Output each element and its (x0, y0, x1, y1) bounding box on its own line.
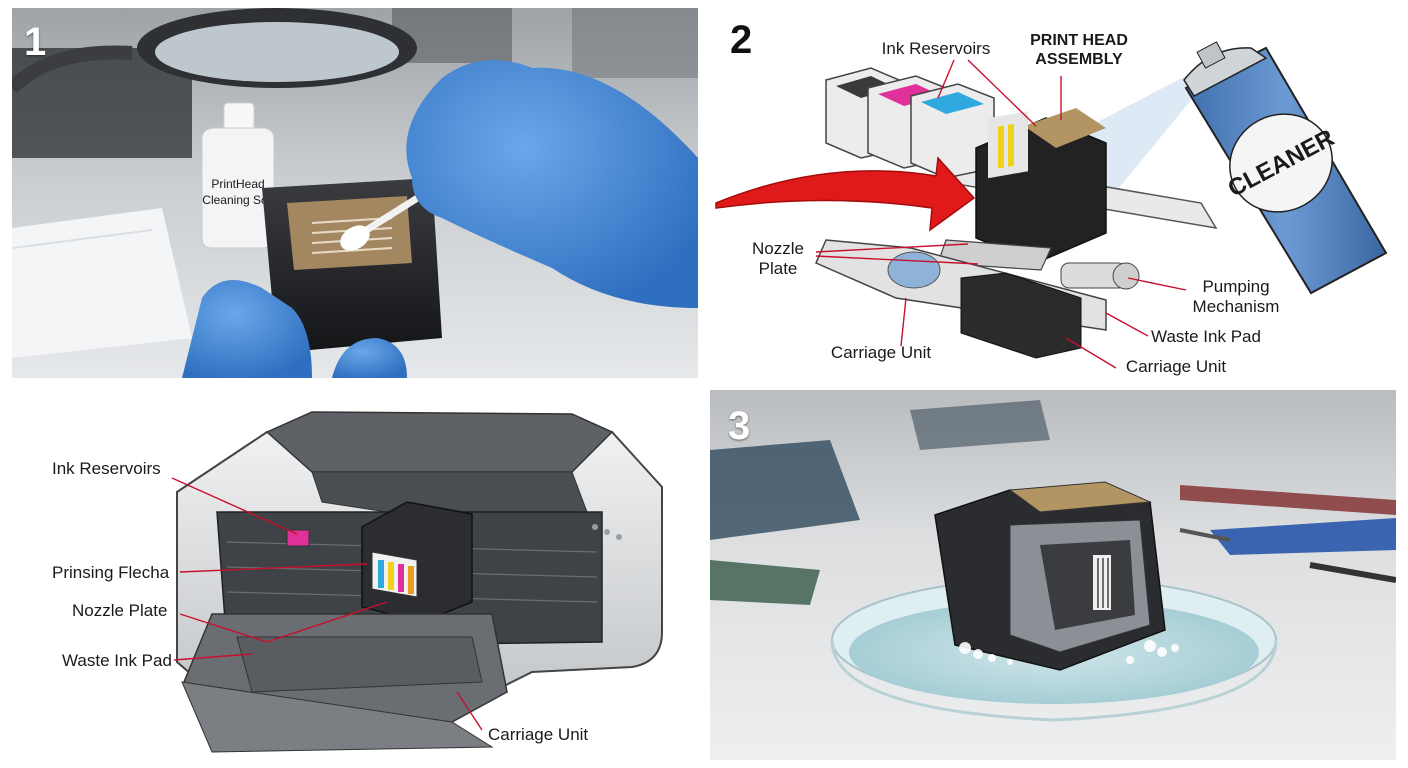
ink-tank-cyan (910, 83, 995, 179)
bottle-label-line1: PrintHead (211, 177, 264, 191)
pump-roller (1112, 262, 1140, 290)
panel-1-number: 1 (24, 20, 47, 64)
waste-ink-pad (960, 272, 1082, 359)
submerged-print-head (934, 481, 1166, 671)
label-print-head-line2: ASSEMBLY (1035, 51, 1123, 68)
label-carriage-unit: Carriage Unit (488, 725, 588, 744)
cleaner-spray-can: CLEANER (1183, 41, 1388, 295)
cloth-fold (12, 229, 153, 249)
cleaning-cloth (12, 208, 192, 358)
ink-yellow-slot (388, 562, 394, 590)
label-waste-ink-pad: Waste Ink Pad (62, 651, 172, 670)
printer-diagram-scene: Ink Reservoirs Prinsing Flecha Nozzle Pl… (52, 411, 663, 753)
right-gloved-hand (406, 60, 698, 308)
yellow-ink-strip (998, 125, 1004, 169)
panel-printer-cutaway-diagram: Ink Reservoirs Prinsing Flecha Nozzle Pl… (12, 392, 698, 762)
background-equipment (572, 8, 698, 78)
contact-board (1008, 481, 1152, 513)
paper-input-cover (265, 411, 614, 473)
left-gloved-hand-thumb (332, 338, 407, 378)
label-carriage-unit-right: Carriage Unit (1126, 357, 1226, 376)
blue-screwdriver (1210, 518, 1396, 555)
ink-orange-slot (408, 566, 414, 594)
label-nozzle-line1: Nozzle (752, 239, 804, 258)
petri-dish-wall (830, 639, 1278, 722)
printer-leader-lines (171, 477, 483, 731)
red-screwdriver (1180, 485, 1396, 515)
label-waste-ink-pad: Waste Ink Pad (1151, 327, 1261, 346)
circuit-board (910, 400, 1050, 450)
label-carriage-unit-left: Carriage Unit (831, 343, 931, 362)
lamp-arm (12, 45, 133, 94)
label-prinsing-flecha: Prinsing Flecha (52, 563, 170, 582)
bottle-label-line2: Cleaning Sol. (202, 193, 273, 207)
yellow-ink-strip (1008, 123, 1014, 167)
print-head-assembly (975, 108, 1107, 264)
cleaning-foam (959, 640, 1179, 665)
ink-cyan-slot (378, 560, 384, 588)
panel-1-scene: PrintHead Cleaning Sol. (12, 8, 698, 378)
panel-2-number: 2 (730, 18, 753, 62)
ink-magenta-slot (398, 564, 404, 592)
control-buttons (592, 524, 622, 540)
red-direction-arrow (715, 156, 976, 232)
panel-3-scene (710, 390, 1396, 760)
panel-2-exploded-diagram: CLEANER Ink Reservoirs PRINT HEAD ASSEMB… (706, 8, 1400, 386)
waste-ink-well (887, 251, 941, 289)
panel-3-soaking-photo: 3 (710, 390, 1396, 760)
magnifier-lens (155, 22, 399, 82)
panel-2-leader-lines (815, 59, 1187, 369)
ink-reservoir-marker (286, 529, 310, 547)
output-tray-extension (181, 681, 494, 753)
label-nozzle-plate: Nozzle Plate (72, 601, 167, 620)
panel-2-scene: CLEANER Ink Reservoirs PRINT HEAD ASSEMB… (715, 32, 1388, 376)
cotton-swab-tip (340, 225, 370, 251)
label-ink-reservoirs: Ink Reservoirs (52, 459, 161, 478)
panel-3-number: 3 (728, 404, 751, 448)
label-print-head-line1: PRINT HEAD (1030, 32, 1128, 49)
screwdriver-shaft (1179, 528, 1231, 542)
label-pumping-line2: Mechanism (1193, 297, 1280, 316)
circuit-board (710, 440, 860, 540)
left-gloved-hand-lower (182, 280, 312, 378)
black-tool (1309, 562, 1396, 583)
label-ink-reservoirs: Ink Reservoirs (882, 39, 991, 58)
circuit-board (710, 560, 820, 605)
panel-1-cleaning-photo: PrintHead Cleaning Sol. 1 (12, 8, 698, 378)
label-pumping-line1: Pumping (1202, 277, 1269, 296)
label-nozzle-line2: Plate (759, 259, 798, 278)
output-tray-inner (236, 636, 483, 693)
print-carriage (361, 501, 473, 623)
